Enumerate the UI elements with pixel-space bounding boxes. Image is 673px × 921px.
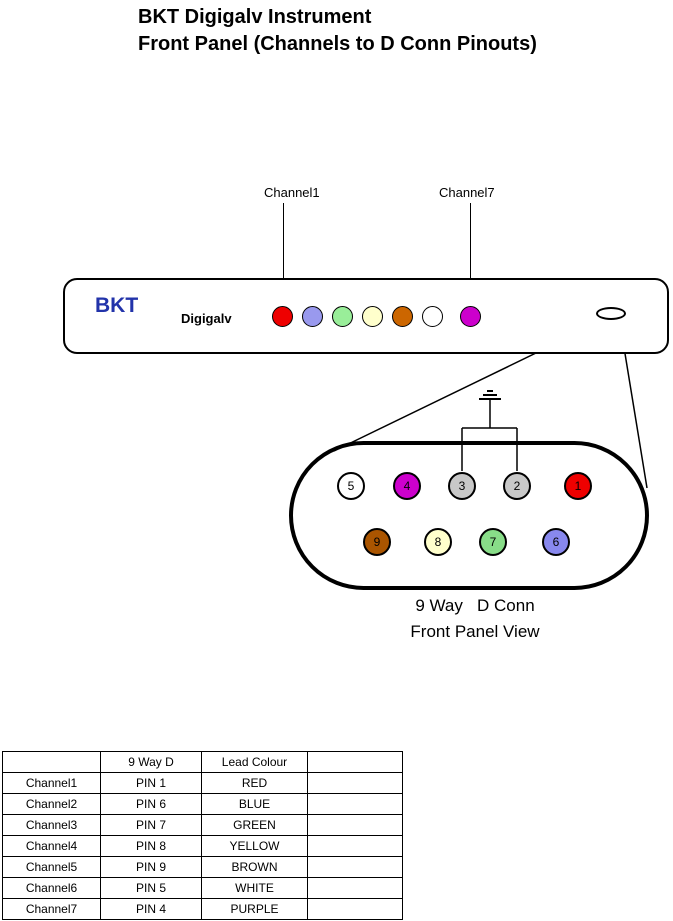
header-extra xyxy=(307,751,403,773)
cell-channel: Channel2 xyxy=(2,793,101,815)
cell-channel: Channel4 xyxy=(2,835,101,857)
title-line1: BKT Digigalv Instrument xyxy=(138,6,372,28)
header-9-way-d: 9 Way D xyxy=(100,751,202,773)
pin-6: 6 xyxy=(542,528,570,556)
table-row-channel2: Channel2 PIN 6 BLUE xyxy=(2,793,403,815)
pinout-table: 9 Way D Lead Colour Channel1 PIN 1 RED C… xyxy=(2,751,403,920)
cell-extra xyxy=(307,856,403,878)
cell-colour: GREEN xyxy=(201,814,308,836)
cell-channel: Channel5 xyxy=(2,856,101,878)
pin-1-number: 1 xyxy=(574,479,582,493)
cell-pin: PIN 5 xyxy=(100,877,202,899)
pin-5: 5 xyxy=(337,472,365,500)
d-connector-outline xyxy=(289,441,649,590)
cell-extra xyxy=(307,898,403,920)
brand-text: BKT xyxy=(95,294,139,317)
cell-extra xyxy=(307,814,403,836)
pin-7: 7 xyxy=(479,528,507,556)
header-blank xyxy=(2,751,101,773)
caption-line2: Front Panel View xyxy=(410,622,540,641)
callout-line-channel7 xyxy=(470,203,471,308)
pin-3-number: 3 xyxy=(458,479,466,493)
cell-extra xyxy=(307,793,403,815)
diagram-title: BKT Digigalv Instrument Front Panel (Cha… xyxy=(138,4,537,58)
table-row-channel7: Channel7 PIN 4 PURPLE xyxy=(2,898,403,920)
table-row-channel5: Channel5 PIN 9 BROWN xyxy=(2,856,403,878)
led-channel4 xyxy=(362,306,383,327)
callout-label-channel7: Channel7 xyxy=(439,185,495,200)
cell-colour: PURPLE xyxy=(201,898,308,920)
led-channel7 xyxy=(460,306,481,327)
led-channel6 xyxy=(422,306,443,327)
cell-channel: Channel7 xyxy=(2,898,101,920)
front-panel: BKT Digigalv xyxy=(63,278,669,354)
cell-extra xyxy=(307,772,403,794)
pin-8-number: 8 xyxy=(434,535,442,549)
pin-2-number: 2 xyxy=(513,479,521,493)
pin-9-number: 9 xyxy=(373,535,381,549)
led-channel5 xyxy=(392,306,413,327)
cell-colour: BROWN xyxy=(201,856,308,878)
table-row-channel1: Channel1 PIN 1 RED xyxy=(2,772,403,794)
cell-channel: Channel3 xyxy=(2,814,101,836)
table-row-channel4: Channel4 PIN 8 YELLOW xyxy=(2,835,403,857)
model-text: Digigalv xyxy=(181,311,232,326)
pin-1: 1 xyxy=(564,472,592,500)
led-channel2 xyxy=(302,306,323,327)
cell-pin: PIN 9 xyxy=(100,856,202,878)
header-lead-colour: Lead Colour xyxy=(201,751,308,773)
cell-colour: RED xyxy=(201,772,308,794)
callout-label-channel1: Channel1 xyxy=(264,185,320,200)
earth-ground-symbol xyxy=(479,390,501,428)
cell-channel: Channel6 xyxy=(2,877,101,899)
cell-pin: PIN 7 xyxy=(100,814,202,836)
pin-6-number: 6 xyxy=(552,535,560,549)
pin-8: 8 xyxy=(424,528,452,556)
pin-5-number: 5 xyxy=(347,479,355,493)
d-connector-caption: 9 Way D Conn Front Panel View xyxy=(320,593,630,645)
pin-3: 3 xyxy=(448,472,476,500)
cell-extra xyxy=(307,877,403,899)
cell-colour: WHITE xyxy=(201,877,308,899)
pin-9: 9 xyxy=(363,528,391,556)
table-row-channel3: Channel3 PIN 7 GREEN xyxy=(2,814,403,836)
cell-extra xyxy=(307,835,403,857)
cell-pin: PIN 6 xyxy=(100,793,202,815)
caption-line1: 9 Way D Conn xyxy=(415,596,535,615)
cell-pin: PIN 4 xyxy=(100,898,202,920)
table-header-row: 9 Way D Lead Colour xyxy=(2,751,403,773)
cell-pin: PIN 8 xyxy=(100,835,202,857)
cell-pin: PIN 1 xyxy=(100,772,202,794)
callout-line-channel1 xyxy=(283,203,284,306)
table-row-channel6: Channel6 PIN 5 WHITE xyxy=(2,877,403,899)
pin-4: 4 xyxy=(393,472,421,500)
pin-7-number: 7 xyxy=(489,535,497,549)
cell-colour: BLUE xyxy=(201,793,308,815)
cell-channel: Channel1 xyxy=(2,772,101,794)
title-line2: Front Panel (Channels to D Conn Pinouts) xyxy=(138,33,537,55)
led-channel3 xyxy=(332,306,353,327)
connector-cutout-oval xyxy=(596,307,626,320)
cell-colour: YELLOW xyxy=(201,835,308,857)
pin-4-number: 4 xyxy=(403,479,411,493)
led-channel1 xyxy=(272,306,293,327)
pin-2: 2 xyxy=(503,472,531,500)
